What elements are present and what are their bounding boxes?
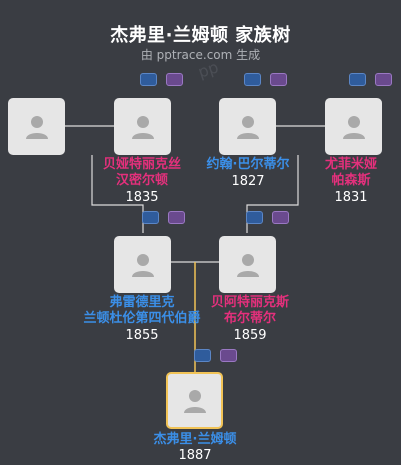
expand-children-button[interactable] [270, 73, 287, 86]
person-year: 1835 [125, 190, 159, 205]
person-silhouette-icon [236, 115, 259, 139]
expand-parents-button[interactable] [244, 73, 261, 86]
expand-parents-button[interactable] [140, 73, 157, 86]
person-silhouette-icon [131, 115, 154, 139]
person-name[interactable]: 贝阿特丽克斯 [210, 295, 289, 310]
expand-children-button[interactable] [220, 349, 237, 362]
person-name[interactable]: 杰弗里·兰姆顿 [153, 432, 237, 447]
person-name[interactable]: 兰顿杜伦第四代伯爵 [83, 311, 201, 326]
person-name[interactable]: 布尔蒂尔 [223, 311, 276, 326]
person-name[interactable]: 弗雷德里克 [109, 295, 175, 310]
person-silhouette-icon [183, 389, 206, 413]
page-title: 杰弗里·兰姆顿 家族树 [110, 25, 291, 46]
person-year: 1855 [125, 328, 159, 343]
person-card-frederick-lambton[interactable] [114, 236, 171, 293]
person-name[interactable]: 汉密尔顿 [115, 173, 168, 188]
expand-parents-button[interactable] [246, 211, 263, 224]
person-card-unknown[interactable] [8, 98, 65, 155]
person-silhouette-icon [236, 253, 259, 277]
person-silhouette-icon [131, 253, 154, 277]
page-subtitle: 由 pptrace.com 生成 [140, 48, 261, 62]
person-card-beatrice-bartle[interactable] [219, 236, 276, 293]
person-year: 1887 [178, 448, 212, 463]
person-name[interactable]: 约翰·巴尔蒂尔 [206, 157, 290, 172]
person-year: 1831 [334, 190, 368, 205]
person-card-geoffrey-lambton[interactable] [166, 372, 223, 429]
expand-children-button[interactable] [272, 211, 289, 224]
expand-children-button[interactable] [375, 73, 392, 86]
expand-parents-button[interactable] [194, 349, 211, 362]
person-silhouette-icon [342, 115, 365, 139]
expand-parents-button[interactable] [142, 211, 159, 224]
person-card-euphemia-parsons[interactable] [325, 98, 382, 155]
expand-parents-button[interactable] [349, 73, 366, 86]
person-card-john-bartle[interactable] [219, 98, 276, 155]
person-name[interactable]: 帕森斯 [331, 173, 371, 188]
person-silhouette-icon [25, 115, 48, 139]
person-year: 1827 [231, 174, 265, 189]
person-name[interactable]: 尤菲米娅 [324, 157, 377, 172]
expand-children-button[interactable] [166, 73, 183, 86]
person-card-beatrice-hamilton[interactable] [114, 98, 171, 155]
person-name[interactable]: 贝娅特丽克丝 [102, 157, 181, 172]
person-year: 1859 [233, 328, 267, 343]
expand-children-button[interactable] [168, 211, 185, 224]
